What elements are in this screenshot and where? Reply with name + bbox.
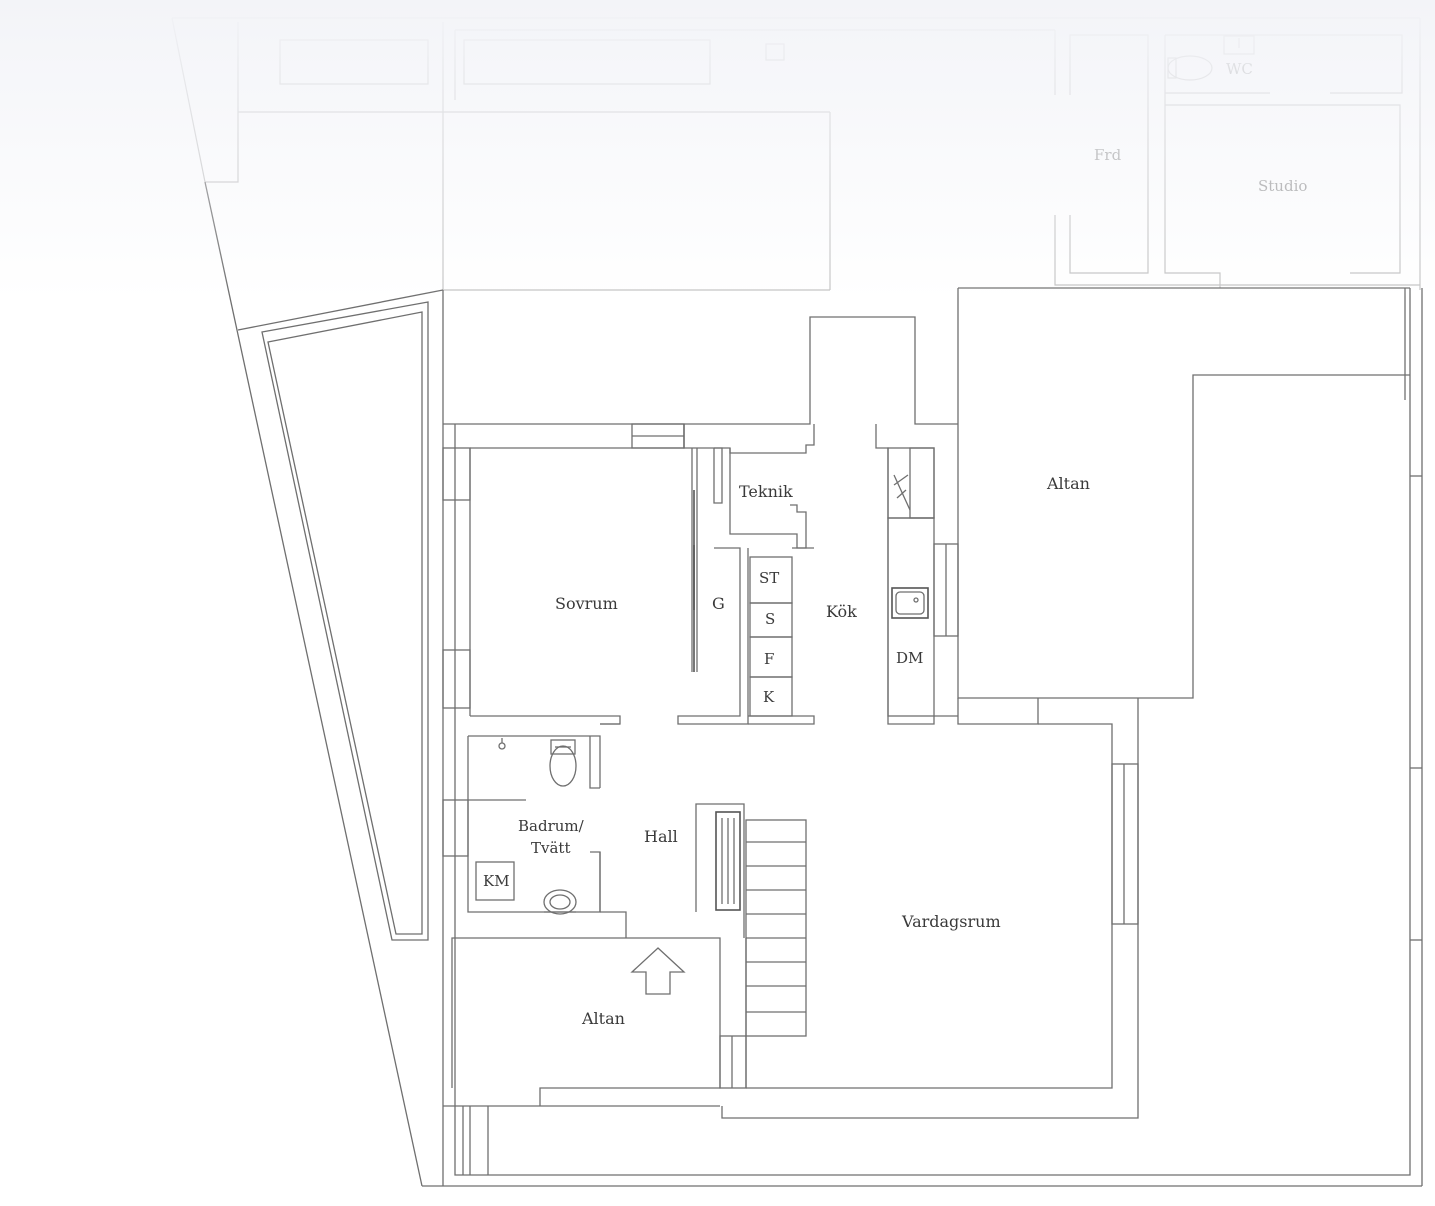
g-label: G — [712, 594, 725, 613]
stove-icon — [893, 474, 911, 511]
st-label: ST — [759, 569, 779, 587]
wc-label: WC — [1226, 60, 1253, 78]
hall-label: Hall — [644, 827, 678, 846]
badrum-label-line2: Tvätt — [531, 839, 570, 857]
sovrum-label: Sovrum — [555, 594, 618, 613]
teknik-label: Teknik — [739, 482, 793, 501]
kok-label: Kök — [826, 602, 857, 621]
house-walls — [442, 287, 1422, 1119]
altan-bottom-label: Altan — [581, 1009, 625, 1028]
s-label: S — [765, 610, 775, 628]
frd-label: Frd — [1094, 146, 1122, 164]
site-outline — [204, 181, 1423, 1187]
radiator-icon — [715, 811, 741, 911]
km-label: KM — [483, 872, 510, 890]
upper-faded-area: WC Frd Studio — [171, 17, 1421, 291]
staircase-icon — [745, 819, 807, 1037]
kitchen-sink-icon — [891, 587, 929, 619]
toilet-icon — [549, 739, 577, 787]
f-label: F — [764, 650, 774, 668]
bathroom-sink-icon — [543, 889, 577, 915]
altan-right-label: Altan — [1046, 474, 1090, 493]
entrance-arrow-icon — [630, 947, 686, 995]
room-labels: Sovrum G Teknik Kök ST S F K DM Altan Ba… — [483, 474, 1090, 1028]
studio-label: Studio — [1258, 177, 1307, 195]
badrum-label-line1: Badrum/ — [518, 817, 585, 835]
vardagsrum-label: Vardagsrum — [901, 912, 1001, 931]
shower-tap-icon — [498, 738, 506, 750]
dm-label: DM — [896, 649, 923, 667]
k-label: K — [763, 688, 775, 706]
wc-sink-icon — [1223, 35, 1255, 55]
wc-toilet-icon — [1167, 55, 1213, 81]
